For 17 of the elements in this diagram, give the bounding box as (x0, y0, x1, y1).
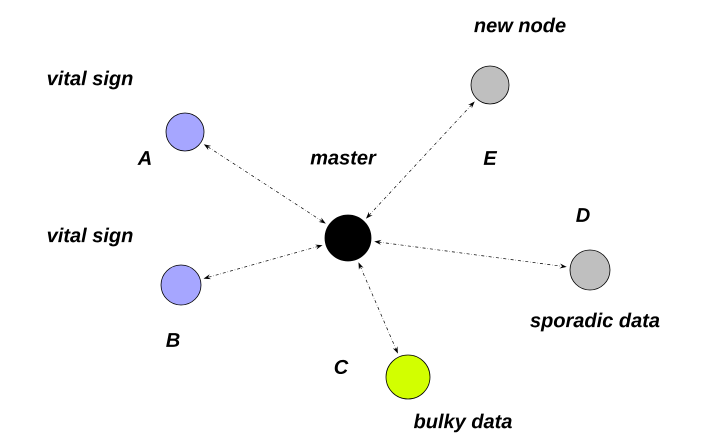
node-label: master (310, 151, 377, 165)
circle-node (160, 264, 202, 306)
circle-node (386, 354, 430, 400)
node-label: sporadic data (530, 312, 660, 332)
node-label: bulky data (414, 414, 512, 432)
circle-node (470, 66, 510, 104)
node-label: vital sign (48, 70, 132, 90)
node-label: E (484, 151, 498, 165)
node-label: B (166, 333, 180, 347)
circle-node (166, 112, 204, 152)
node-label: A (137, 151, 151, 165)
node-label: new node (474, 18, 566, 32)
node-label: C (334, 360, 348, 374)
node-label: vital sign (48, 228, 132, 246)
node-label: D (576, 208, 590, 222)
circle-node (324, 214, 372, 262)
circle-node (570, 250, 610, 290)
